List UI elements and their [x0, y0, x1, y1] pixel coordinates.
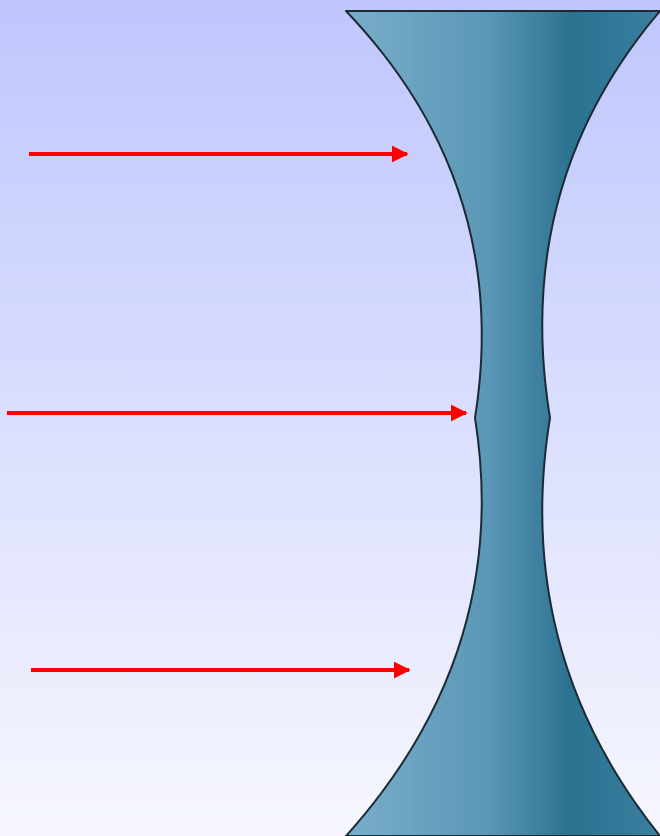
concave-lens — [345, 10, 660, 836]
